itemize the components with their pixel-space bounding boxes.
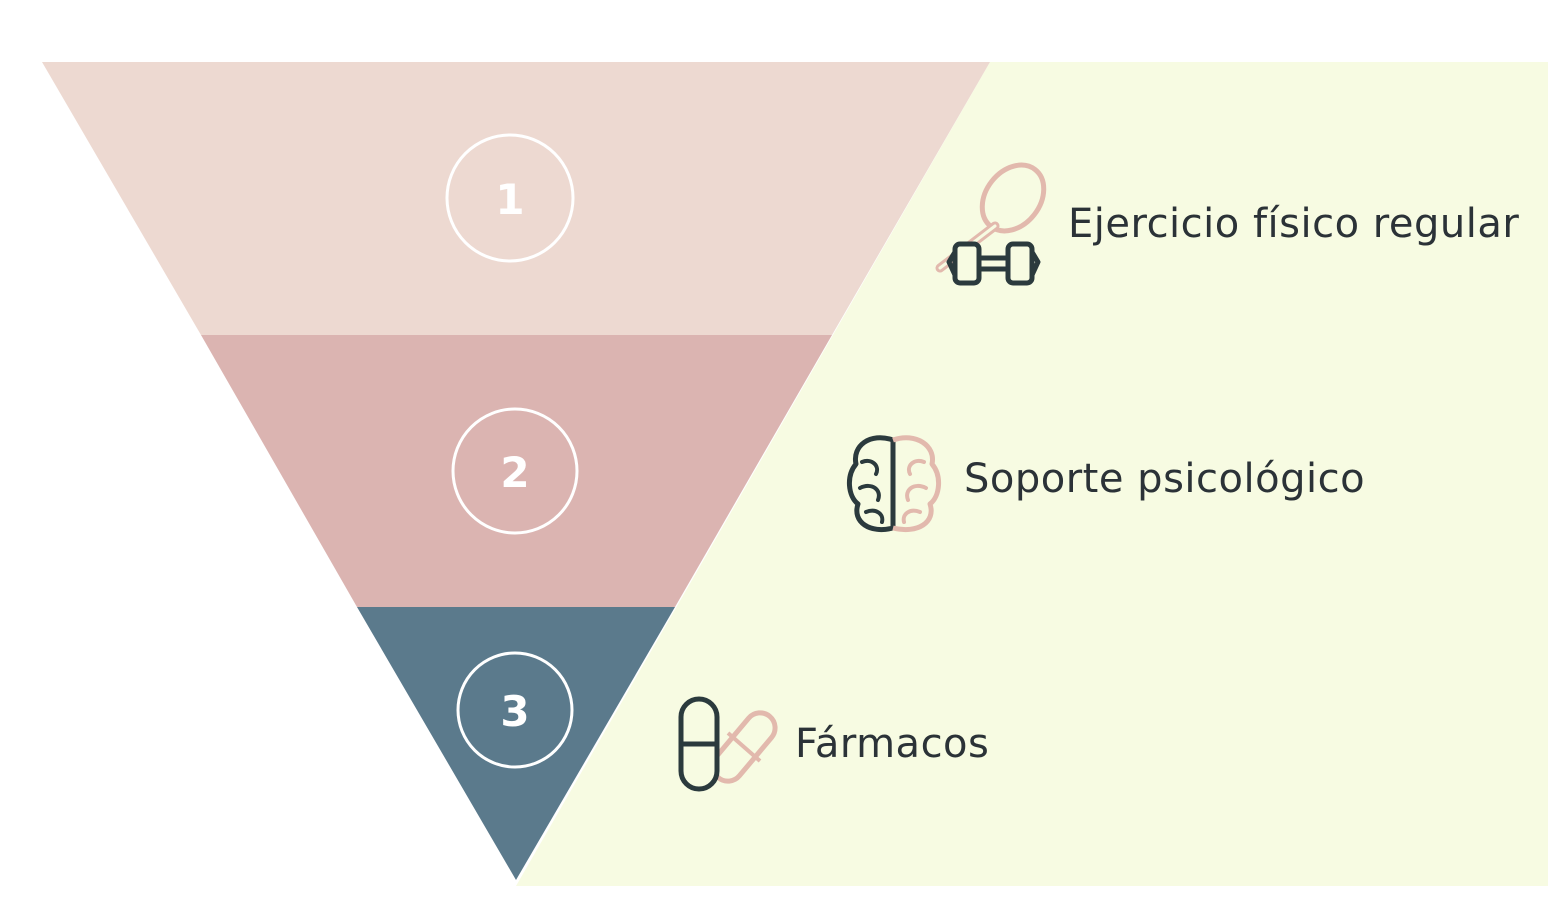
step-2-label: Soporte psicológico xyxy=(964,456,1365,502)
tier-2-band xyxy=(201,335,832,607)
pills-icon xyxy=(678,696,778,792)
step-1-label: Ejercicio físico regular xyxy=(1068,201,1519,247)
step-2-badge: 2 xyxy=(451,407,579,535)
step-2-number: 2 xyxy=(500,448,529,497)
tier-1-band xyxy=(42,62,990,335)
dumbbell-racket-icon xyxy=(935,162,1047,286)
brain-icon xyxy=(847,435,941,532)
step-3-badge: 3 xyxy=(456,651,574,769)
step-1-number: 1 xyxy=(495,175,524,224)
step-3-number: 3 xyxy=(500,687,529,736)
background-panel xyxy=(516,62,1548,886)
tier-3-band xyxy=(357,607,675,880)
step-1-badge: 1 xyxy=(445,133,575,263)
step-3-label: Fármacos xyxy=(795,721,989,767)
